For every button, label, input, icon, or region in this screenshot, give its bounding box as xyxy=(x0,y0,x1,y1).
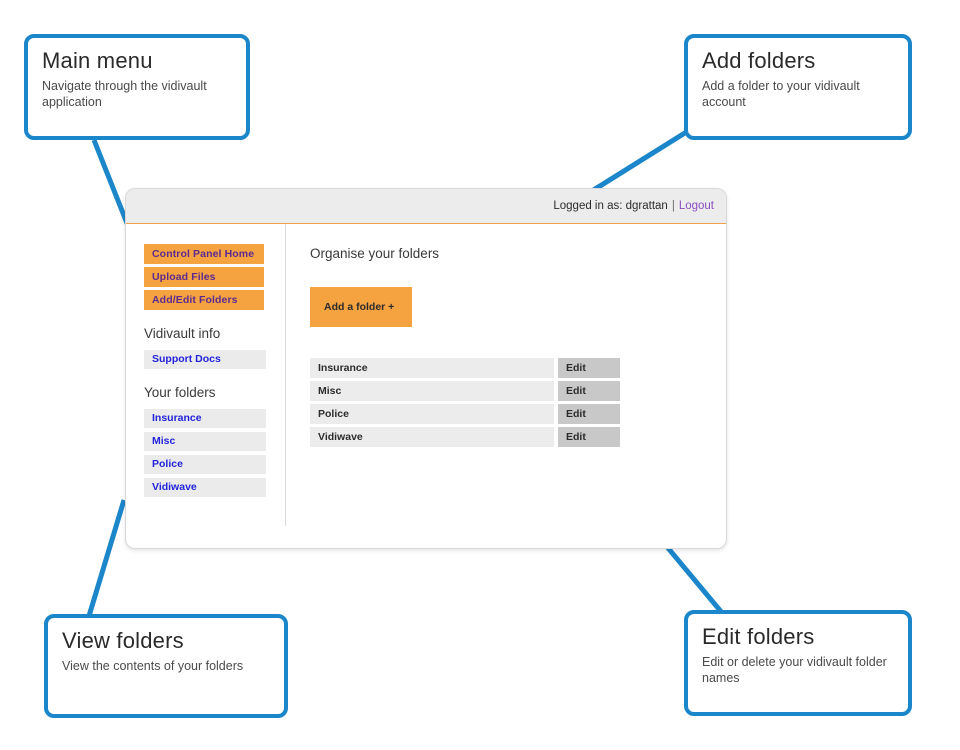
sidebar-folder-police[interactable]: Police xyxy=(144,455,266,474)
sidebar-folder-insurance[interactable]: Insurance xyxy=(144,409,266,428)
callout-main-menu: Main menu Navigate through the vidivault… xyxy=(24,34,250,140)
primary-menu: Control Panel Home Upload Files Add/Edit… xyxy=(144,244,285,310)
callout-title: Main menu xyxy=(42,48,153,73)
folder-name-misc: Misc xyxy=(310,381,554,401)
sidebar-section-title-your-folders: Your folders xyxy=(144,385,216,400)
callout-title: View folders xyxy=(62,628,184,653)
header-separator: | xyxy=(671,200,675,212)
application-window: Logged in as: dgrattan | Logout Control … xyxy=(125,188,727,549)
sidebar-item-support-docs[interactable]: Support Docs xyxy=(144,350,266,369)
sidebar-item-add-edit-folders[interactable]: Add/Edit Folders xyxy=(144,290,264,310)
callout-edit-folders: Edit folders Edit or delete your vidivau… xyxy=(684,610,912,716)
main-menu-sidebar: Control Panel Home Upload Files Add/Edit… xyxy=(126,224,286,526)
logged-in-label: Logged in as: dgrattan xyxy=(553,200,668,212)
sidebar-folder-vidiwave[interactable]: Vidiwave xyxy=(144,478,266,497)
callout-description: Edit or delete your vidivault folder nam… xyxy=(702,655,887,685)
edit-button-police[interactable]: Edit xyxy=(558,404,620,424)
table-row: Police Edit xyxy=(310,404,620,424)
table-row: Misc Edit xyxy=(310,381,620,401)
sidebar-section-title-vidivault-info: Vidivault info xyxy=(144,326,221,341)
sidebar-item-control-panel-home[interactable]: Control Panel Home xyxy=(144,244,264,264)
table-row: Insurance Edit xyxy=(310,358,620,378)
app-header-bar: Logged in as: dgrattan | Logout xyxy=(126,189,726,224)
logout-link[interactable]: Logout xyxy=(678,200,714,212)
callout-description: Add a folder to your vidivault account xyxy=(702,79,860,109)
edit-button-misc[interactable]: Edit xyxy=(558,381,620,401)
callout-description: View the contents of your folders xyxy=(62,659,244,673)
app-body: Control Panel Home Upload Files Add/Edit… xyxy=(126,224,726,548)
sidebar-item-upload-files[interactable]: Upload Files xyxy=(144,267,264,287)
folder-name-police: Police xyxy=(310,404,554,424)
content-area: Organise your folders Add a folder + Ins… xyxy=(286,224,726,548)
folder-name-vidiwave: Vidiwave xyxy=(310,427,554,447)
folder-table: Insurance Edit Misc Edit Police Edit Vid… xyxy=(310,358,620,447)
callout-add-folders: Add folders Add a folder to your vidivau… xyxy=(684,34,912,140)
folder-name-insurance: Insurance xyxy=(310,358,554,378)
sidebar-folder-misc[interactable]: Misc xyxy=(144,432,266,451)
edit-button-vidiwave[interactable]: Edit xyxy=(558,427,620,447)
add-folder-button[interactable]: Add a folder + xyxy=(310,287,412,327)
callout-title: Edit folders xyxy=(702,624,815,649)
connector-view-folders xyxy=(86,499,127,617)
table-row: Vidiwave Edit xyxy=(310,427,620,447)
callout-view-folders: View folders View the contents of your f… xyxy=(44,614,288,718)
edit-button-insurance[interactable]: Edit xyxy=(558,358,620,378)
page-title: Organise your folders xyxy=(310,246,440,261)
callout-title: Add folders xyxy=(702,48,816,73)
callout-description: Navigate through the vidivault applicati… xyxy=(42,79,207,109)
